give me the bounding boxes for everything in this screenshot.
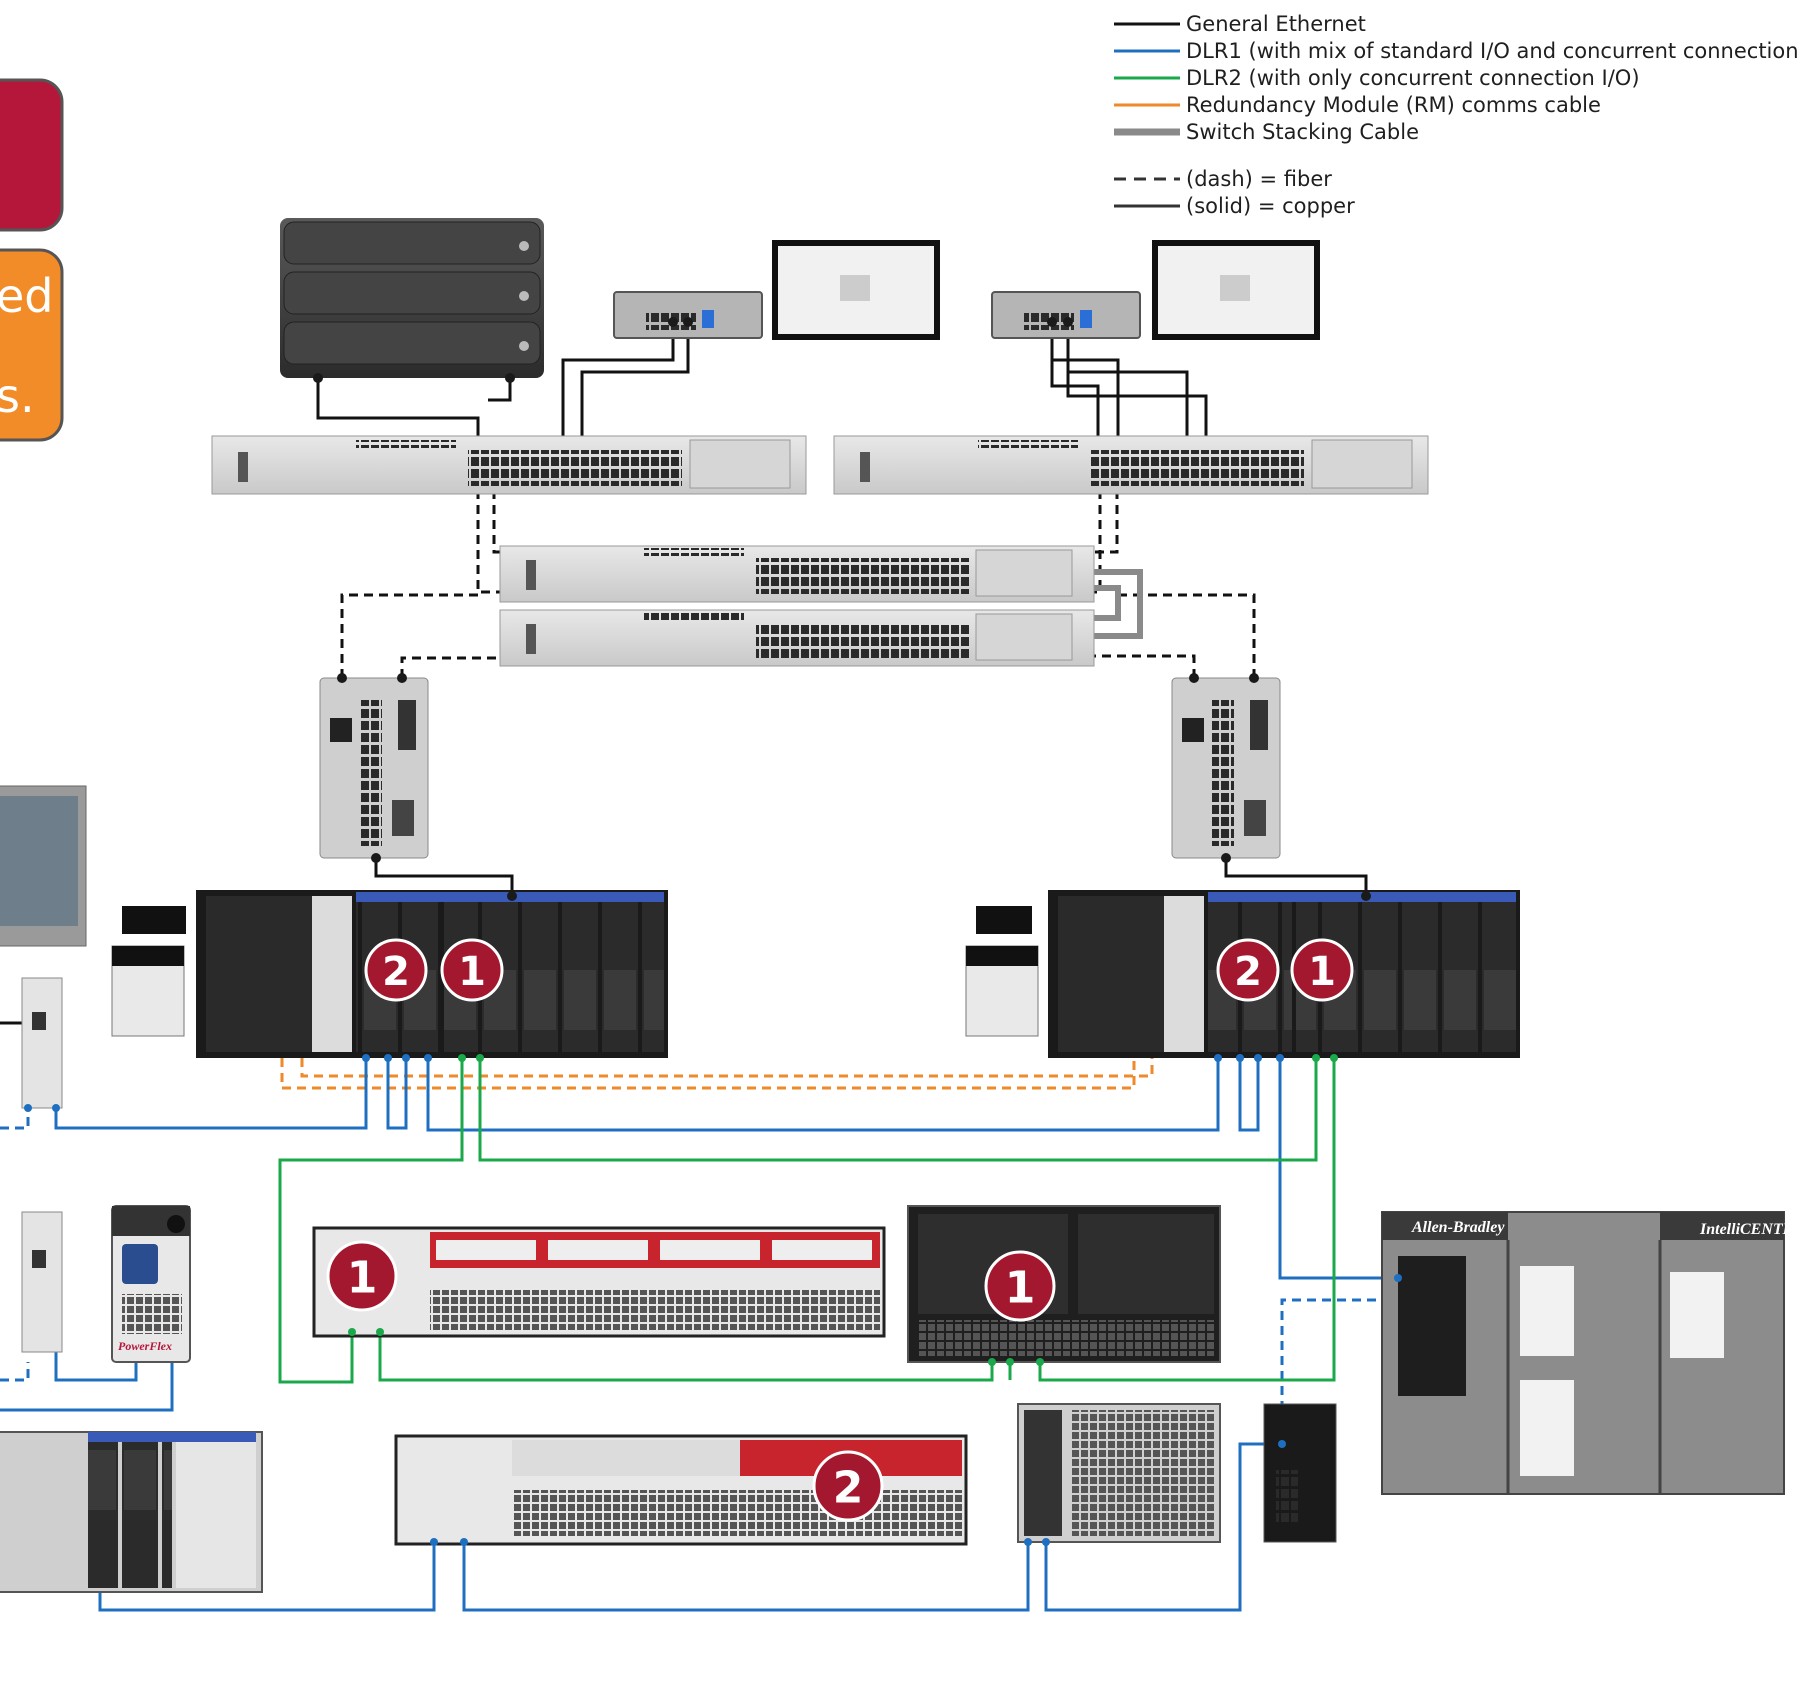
connection-dots-blue bbox=[24, 1054, 1402, 1546]
hmi-panel bbox=[0, 785, 87, 947]
mcc-brand-label: Allen-Bradley bbox=[1411, 1219, 1505, 1236]
badge-flex-5000-block: 1 bbox=[984, 1250, 1056, 1322]
badge-flex-5000-block-text: 1 bbox=[1005, 1263, 1036, 1314]
cables-dlr1-blue-dashed bbox=[0, 1108, 1398, 1410]
cables-dlr2-green bbox=[278, 1058, 1336, 1384]
access-switch-left bbox=[319, 677, 429, 859]
badge-left-chassis-a: 2 bbox=[364, 938, 428, 1002]
legend-label-3: Redundancy Module (RM) comms cable bbox=[1186, 93, 1601, 117]
badge-left-chassis-b: 1 bbox=[440, 938, 504, 1002]
thin-client-right bbox=[991, 291, 1141, 339]
remote-io-chassis bbox=[0, 1431, 263, 1593]
legend-label-2: DLR2 (with only concurrent connection I/… bbox=[1186, 66, 1640, 90]
access-switch-right bbox=[1171, 677, 1281, 859]
power-supply-left bbox=[111, 906, 186, 1037]
legend-label-1: DLR1 (with mix of standard I/O and concu… bbox=[1186, 39, 1800, 63]
badge-left-chassis-a-text: 2 bbox=[382, 949, 410, 995]
stacked-switch-lower bbox=[499, 609, 1095, 667]
callout-orange-text-1: ed bbox=[0, 269, 54, 323]
powerflex-label: PowerFlex bbox=[118, 1339, 172, 1353]
badge-flex-io-bottom-text: 2 bbox=[833, 1463, 864, 1514]
core-switch-left bbox=[211, 435, 807, 495]
badge-right-chassis-b: 1 bbox=[1290, 938, 1354, 1002]
flex-5000-block bbox=[907, 1205, 1221, 1363]
connection-dots bbox=[313, 317, 1371, 901]
intellicenter-mcc: Allen-Bradley IntelliCENTER bbox=[1381, 1211, 1800, 1495]
callout-orange-text-2: s. bbox=[0, 369, 35, 423]
small-switch-left-upper bbox=[21, 977, 63, 1109]
callout-red-box bbox=[0, 78, 64, 232]
point-io-rack bbox=[1017, 1403, 1221, 1543]
monitor-right bbox=[1152, 240, 1320, 340]
powerflex-drive: PowerFlex bbox=[111, 1205, 191, 1363]
flex-io-rack-top bbox=[312, 1226, 886, 1338]
monitor-left bbox=[772, 240, 940, 340]
core-switch-right bbox=[833, 435, 1429, 495]
badge-right-chassis-b-text: 1 bbox=[1308, 949, 1336, 995]
connection-dots-green bbox=[348, 1054, 1338, 1366]
server-stack bbox=[280, 218, 544, 378]
legend-label-4: Switch Stacking Cable bbox=[1186, 120, 1419, 144]
badge-flex-io-top-text: 1 bbox=[347, 1253, 378, 1304]
thin-client-left bbox=[613, 291, 763, 339]
cables-dlr1-blue bbox=[0, 1058, 1398, 1612]
legend-linetype-label-1: (solid) = copper bbox=[1186, 194, 1355, 218]
badge-right-chassis-a: 2 bbox=[1216, 938, 1280, 1002]
cables-stacking bbox=[1086, 569, 1143, 639]
controller-chassis-right bbox=[1048, 890, 1520, 1058]
small-switch-mcc-feed bbox=[1263, 1403, 1337, 1543]
cables-rm-orange bbox=[280, 1058, 1154, 1090]
badge-flex-io-top: 1 bbox=[326, 1240, 398, 1312]
mcc-product-label: IntelliCENTER bbox=[1699, 1221, 1800, 1238]
callout-orange-box: ed s. bbox=[0, 248, 64, 442]
legend-label-0: General Ethernet bbox=[1186, 12, 1366, 36]
flex-io-rack-bottom bbox=[394, 1434, 968, 1546]
stacked-switch-upper bbox=[499, 545, 1095, 603]
controller-chassis-left bbox=[196, 890, 668, 1058]
small-switch-left-lower bbox=[21, 1211, 63, 1353]
badge-flex-io-bottom: 2 bbox=[812, 1450, 884, 1522]
legend-linetype-label-0: (dash) = fiber bbox=[1186, 167, 1332, 191]
badge-left-chassis-b-text: 1 bbox=[458, 949, 486, 995]
power-supply-right bbox=[965, 906, 1039, 1037]
badge-right-chassis-a-text: 2 bbox=[1234, 949, 1262, 995]
